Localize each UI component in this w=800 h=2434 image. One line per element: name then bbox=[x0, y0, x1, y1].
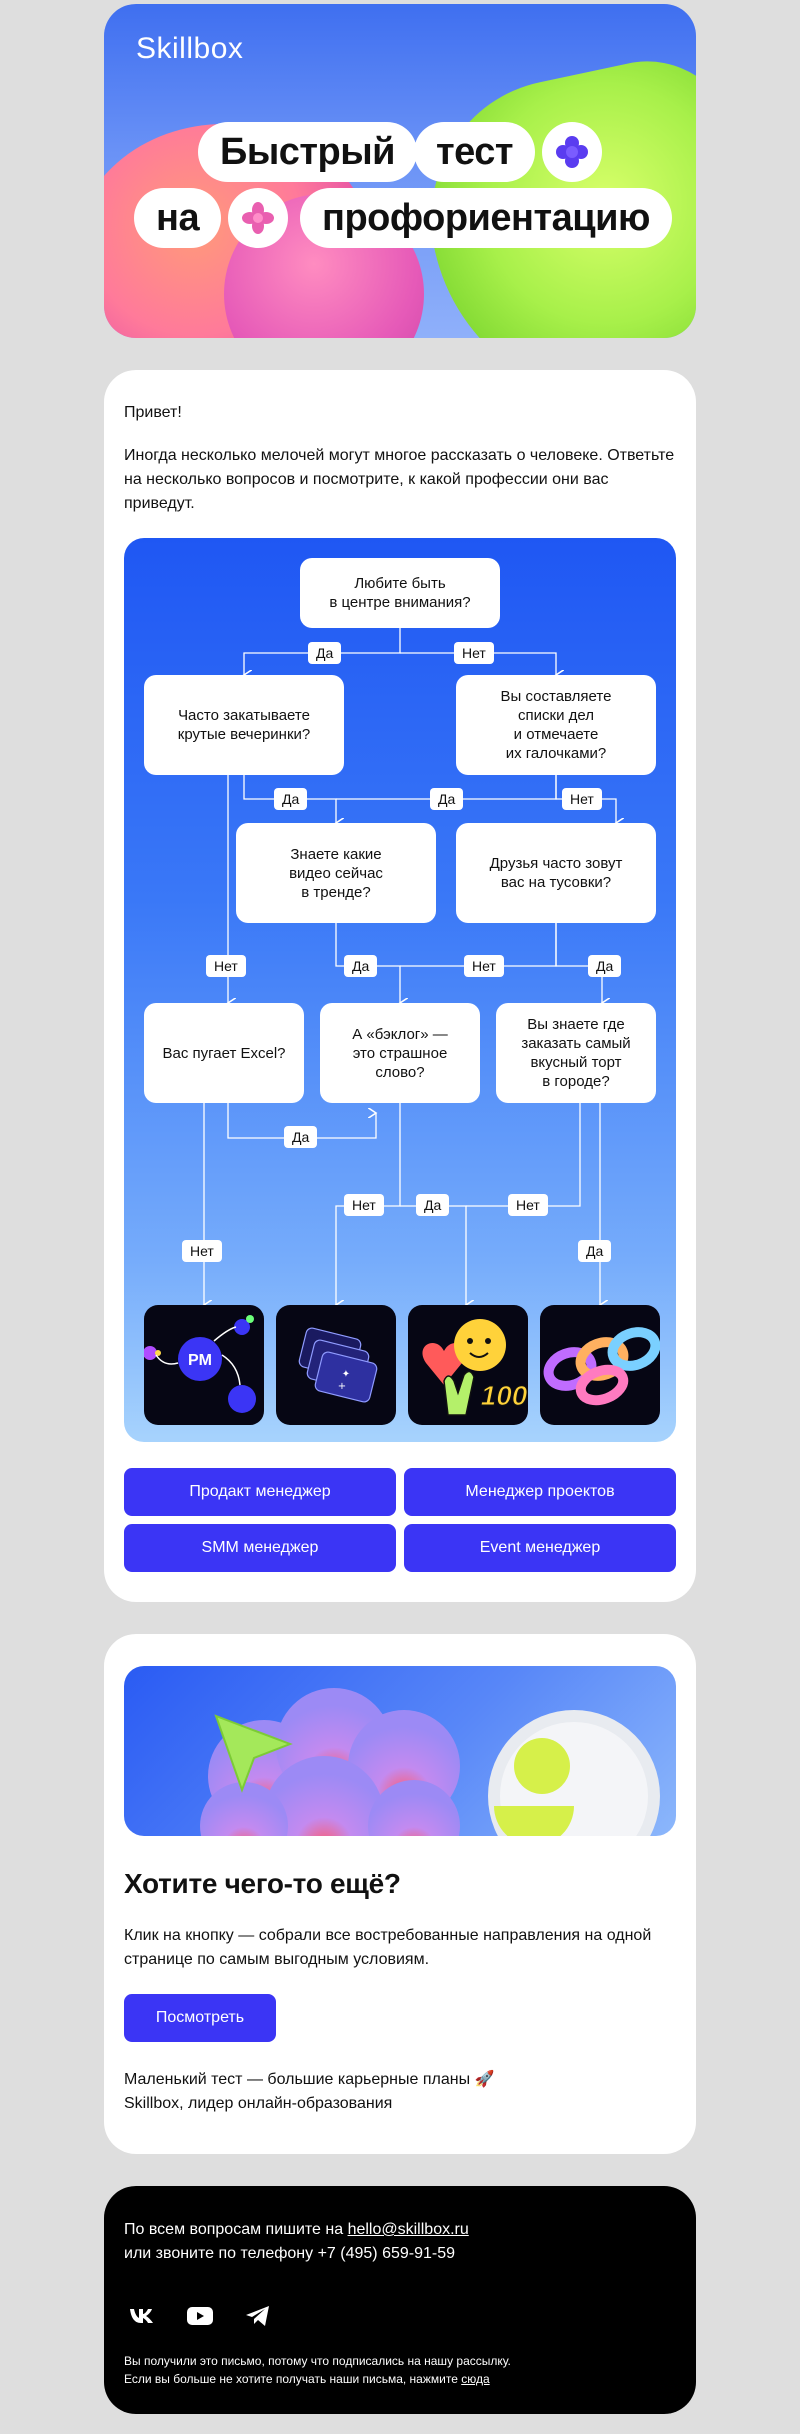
promo-title: Хотите чего-то ещё? bbox=[124, 1868, 401, 1899]
product-manager-illustration: PM bbox=[144, 1305, 264, 1425]
event-manager-button[interactable]: Event менеджер bbox=[404, 1524, 676, 1572]
contact-info: По всем вопросам пишите на hello@skillbo… bbox=[124, 2218, 469, 2266]
answer-yes-tag: Да bbox=[284, 1126, 318, 1148]
question-trending-videos: Знаете какие видео сейчас в тренде? bbox=[236, 823, 436, 923]
answer-yes-tag: Да bbox=[344, 955, 378, 977]
purple-flower-icon bbox=[542, 122, 602, 182]
svg-text:+: + bbox=[338, 1381, 346, 1392]
quiz-flowchart: Любите быть в центре внимания? Часто зак… bbox=[124, 538, 676, 1442]
answer-no-tag: Нет bbox=[562, 788, 602, 810]
question-center-of-attention: Любите быть в центре внимания? bbox=[300, 558, 500, 628]
answer-yes-tag: Да bbox=[588, 955, 622, 977]
question-friends-invite: Друзья часто зовут вас на тусовки? bbox=[456, 823, 656, 923]
signature-line: Маленький тест — большие карьерные планы… bbox=[124, 2071, 495, 2088]
phone-line: или звоните по телефону +7 (495) 659-91-… bbox=[124, 2245, 456, 2262]
social-links bbox=[124, 2298, 276, 2334]
unsubscribe-link[interactable]: сюда bbox=[461, 2372, 490, 2386]
smm-manager-button[interactable]: SMM менеджер bbox=[124, 1524, 396, 1572]
hero-title-word: профориентацию bbox=[300, 188, 672, 248]
product-manager-button[interactable]: Продакт менеджер bbox=[124, 1468, 396, 1516]
event-manager-illustration bbox=[540, 1305, 660, 1425]
hero-title-word: тест bbox=[414, 122, 535, 182]
answer-no-tag: Нет bbox=[454, 642, 494, 664]
answer-no-tag: Нет bbox=[206, 955, 246, 977]
footer: По всем вопросам пишите на hello@skillbo… bbox=[104, 2186, 696, 2414]
answer-no-tag: Нет bbox=[182, 1240, 222, 1262]
legal-text: Вы получили это письмо, потому что подпи… bbox=[124, 2352, 511, 2388]
signature: Маленький тест — большие карьерные планы… bbox=[124, 2068, 494, 2116]
legal-line: Вы получили это письмо, потому что подпи… bbox=[124, 2354, 511, 2368]
smm-manager-illustration: 100 bbox=[408, 1305, 528, 1425]
email-link[interactable]: hello@skillbox.ru bbox=[347, 2221, 469, 2238]
answer-no-tag: Нет bbox=[344, 1194, 384, 1216]
answer-yes-tag: Да bbox=[308, 642, 342, 664]
hero-banner: Skillbox Быстрый тест на профориентацию bbox=[104, 4, 696, 338]
question-todo-lists: Вы составляете списки дел и отмечаете их… bbox=[456, 675, 656, 775]
answer-no-tag: Нет bbox=[464, 955, 504, 977]
see-more-button[interactable]: Посмотреть bbox=[124, 1994, 276, 2042]
answer-yes-tag: Да bbox=[416, 1194, 450, 1216]
contact-prefix: По всем вопросам пишите на bbox=[124, 2221, 348, 2238]
pink-flower-icon bbox=[228, 188, 288, 248]
svg-text:100: 100 bbox=[481, 1380, 528, 1411]
question-parties: Часто закатываете крутые вечеринки? bbox=[144, 675, 344, 775]
answer-yes-tag: Да bbox=[274, 788, 308, 810]
telegram-icon[interactable] bbox=[240, 2298, 276, 2334]
promo-description: Клик на кнопку — собрали все востребован… bbox=[124, 1927, 652, 1968]
legal-line: Если вы больше не хотите получать наши п… bbox=[124, 2372, 462, 2386]
signature-company: Skillbox, лидер онлайн-образования bbox=[124, 2095, 393, 2112]
promo-card: Хотите чего-то ещё? Клик на кнопку — соб… bbox=[104, 1634, 696, 2154]
project-manager-button[interactable]: Менеджер проектов bbox=[404, 1468, 676, 1516]
question-excel: Вас пугает Excel? bbox=[144, 1003, 304, 1103]
youtube-icon[interactable] bbox=[182, 2298, 218, 2334]
greeting: Привет! bbox=[124, 404, 182, 421]
vk-icon[interactable] bbox=[124, 2298, 160, 2334]
project-manager-illustration: ✦ + bbox=[276, 1305, 396, 1425]
hero-title-word: на bbox=[134, 188, 222, 248]
answer-yes-tag: Да bbox=[578, 1240, 612, 1262]
hero-title-word: Быстрый bbox=[198, 122, 418, 182]
svg-text:✦: ✦ bbox=[342, 1369, 350, 1380]
answer-yes-tag: Да bbox=[430, 788, 464, 810]
question-cake: Вы знаете где заказать самый вкусный тор… bbox=[496, 1003, 656, 1103]
pm-badge-text: PM bbox=[188, 1352, 212, 1369]
quiz-card: Привет! Иногда несколько мелочей могут м… bbox=[104, 370, 696, 1602]
question-backlog: А «бэклог» — это страшное слово? bbox=[320, 1003, 480, 1103]
skillbox-logo[interactable]: Skillbox bbox=[136, 32, 244, 65]
intro-text: Иногда несколько мелочей могут многое ра… bbox=[124, 447, 675, 512]
answer-no-tag: Нет bbox=[508, 1194, 548, 1216]
promo-illustration bbox=[124, 1666, 676, 1836]
